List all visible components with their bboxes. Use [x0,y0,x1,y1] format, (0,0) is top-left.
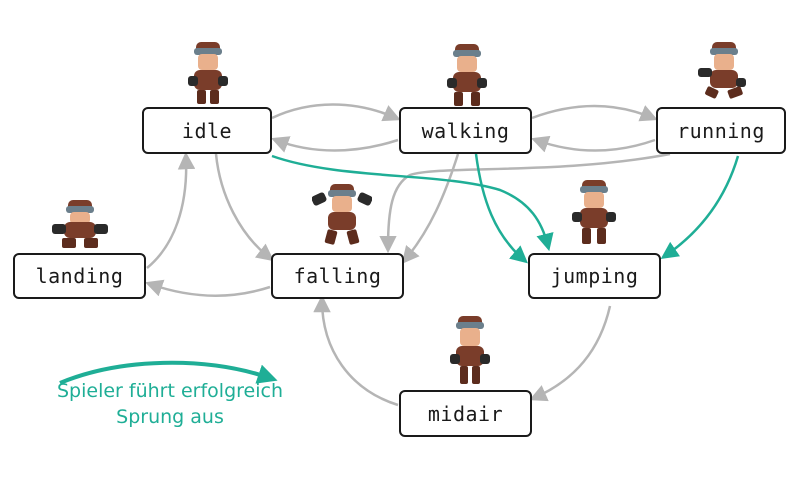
state-falling: falling [271,253,404,299]
state-landing: landing [13,253,146,299]
edge-running-to-jumping [660,155,740,259]
state-idle: idle [142,107,272,154]
legend-label: Spieler führt erfolgreich Sprung aus [57,380,283,428]
state-jumping: jumping [528,253,661,299]
aviator-character-icon [188,42,228,104]
aviator-character-icon [572,180,616,244]
aviator-character-icon [450,316,490,384]
legend-arrow [59,360,278,385]
edge-running-to-walking [531,135,656,153]
state-walking: walking [399,107,532,154]
edge-jumping-to-midair [529,305,612,402]
edge-idle-to-walking [271,103,401,122]
edge-walking-to-falling [401,153,460,265]
aviator-character-icon [312,184,372,245]
edge-midair-to-falling [313,294,399,407]
aviator-character-icon [52,200,108,248]
edge-falling-to-landing [145,279,271,297]
state-running: running [656,107,786,154]
state-midair: midair [399,390,532,437]
edge-landing-to-idle [146,151,196,269]
edge-idle-to-falling [214,153,275,262]
edge-walking-to-idle [271,136,399,153]
edge-idle-to-jumping [271,154,554,252]
edge-running-to-falling [379,152,671,254]
aviator-character-icon [698,42,746,99]
edge-walking-to-jumping [474,153,528,264]
aviator-character-icon [447,44,487,106]
edge-walking-to-running [531,104,658,122]
